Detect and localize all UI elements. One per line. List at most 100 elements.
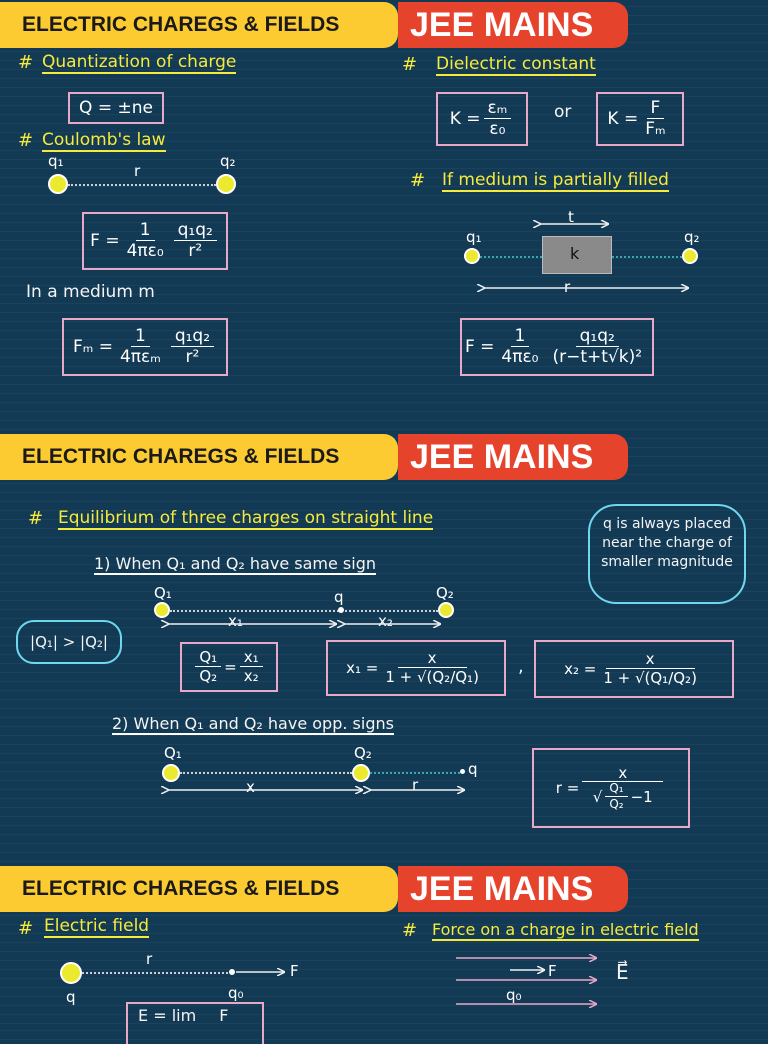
F-numerator: F [219, 1006, 229, 1025]
numerator: 1 [135, 221, 155, 241]
denominator: 1 + √(Q₁/Q₂) [603, 668, 697, 687]
denominator: 4πε₀ [501, 346, 539, 367]
numerator: q₁q₂ [173, 221, 217, 241]
charge-Q2 [352, 764, 370, 782]
note-cloud: q is always placed near the charge of sm… [588, 504, 746, 604]
numerator: q₁q₂ [170, 327, 215, 347]
charge-label-q: q [334, 588, 344, 606]
charge-q2 [216, 174, 236, 194]
extension-line [370, 772, 460, 774]
numerator: F [646, 99, 665, 119]
hash-mark: # [18, 918, 34, 939]
distance-label-r: r [146, 950, 153, 968]
charge-label-q1: q₁ [466, 228, 482, 246]
hash-mark: # [18, 52, 34, 73]
charge-q1 [464, 248, 480, 264]
numerator: εₘ [483, 99, 512, 119]
quantization-formula: Q = ±ne [79, 98, 153, 118]
source-charge [60, 962, 82, 984]
force-label-F: F [548, 962, 557, 980]
separation-line [180, 772, 352, 774]
quantization-title: Quantization of charge [42, 52, 237, 74]
separation-line [82, 972, 232, 974]
field-vector-E: E⃗ [616, 960, 629, 984]
comma: , [518, 656, 524, 677]
numerator: Q₁ [195, 649, 222, 667]
numerator: x [605, 651, 695, 669]
numerator: x [397, 650, 467, 668]
case1-text: 1) When Q₁ and Q₂ have same sign [94, 554, 376, 575]
denominator: x₂ [243, 666, 259, 685]
denominator: Q₂ [199, 666, 218, 685]
separation-line [68, 184, 216, 186]
distance-label-r: r [134, 162, 141, 180]
denominator: r² [185, 346, 200, 367]
charge-Q1 [162, 764, 180, 782]
hash-mark: # [402, 54, 418, 75]
field-formula-box: E = lim F [126, 1002, 264, 1044]
numerator: 1 [510, 327, 530, 347]
charge-label-q2: q₂ [220, 152, 236, 170]
numerator: q₁q₂ [575, 327, 619, 347]
charge-q-dot [338, 607, 344, 613]
force-label-F: F [290, 962, 299, 980]
charge-label-q0: q₀ [228, 984, 244, 1002]
medium-text: In a medium m [26, 282, 155, 302]
charge-Q1 [154, 602, 170, 618]
thickness-label-t: t [568, 208, 574, 226]
charge-label-Q2: Q₂ [354, 744, 372, 762]
denominator: Fₘ [645, 118, 666, 139]
separation-line [170, 610, 438, 612]
charge-label-q: q [66, 988, 76, 1006]
dielectric-slab [542, 236, 612, 274]
numerator: 1 [130, 327, 150, 347]
hash-mark: # [402, 920, 418, 941]
x2-symbol: x₂ = [564, 660, 597, 678]
numerator: x₁ [239, 649, 263, 667]
condition-text: |Q₁| > |Q₂| [30, 633, 108, 651]
charge-label-q: q [468, 760, 478, 778]
charge-q-dot [460, 769, 465, 774]
equilibrium-title: Equilibrium of three charges on straight… [58, 508, 434, 530]
field-title: Electric field [44, 916, 150, 938]
denominator: (r−t+t√k)² [552, 346, 643, 367]
distance-label-r: r [412, 776, 419, 794]
section-banner-exam: JEE MAINS [398, 2, 628, 48]
case2-text: 2) When Q₁ and Q₂ have opp. signs [112, 714, 394, 735]
charge-label-q0: q₀ [506, 986, 522, 1004]
minus-one: −1 [630, 787, 653, 806]
charge-label-q2: q₂ [684, 228, 700, 246]
force-title: Force on a charge in electric field [432, 920, 699, 941]
hash-mark: # [18, 130, 34, 151]
denominator: r² [188, 240, 203, 261]
quantization-formula-box: Q = ±ne [68, 92, 164, 124]
charge-label-Q1: Q₁ [164, 744, 182, 762]
note-text: q is always placed near the charge of sm… [601, 516, 733, 570]
charge-Q2 [438, 602, 454, 618]
charge-q2 [682, 248, 698, 264]
hash-mark: # [28, 508, 44, 529]
coulomb-title: Coulomb's law [42, 130, 166, 152]
condition-cloud: |Q₁| > |Q₂| [16, 620, 122, 664]
K-symbol: K = [449, 109, 481, 129]
denominator: 4πε₀ [126, 240, 164, 261]
section-banner-exam: JEE MAINS [398, 434, 628, 480]
